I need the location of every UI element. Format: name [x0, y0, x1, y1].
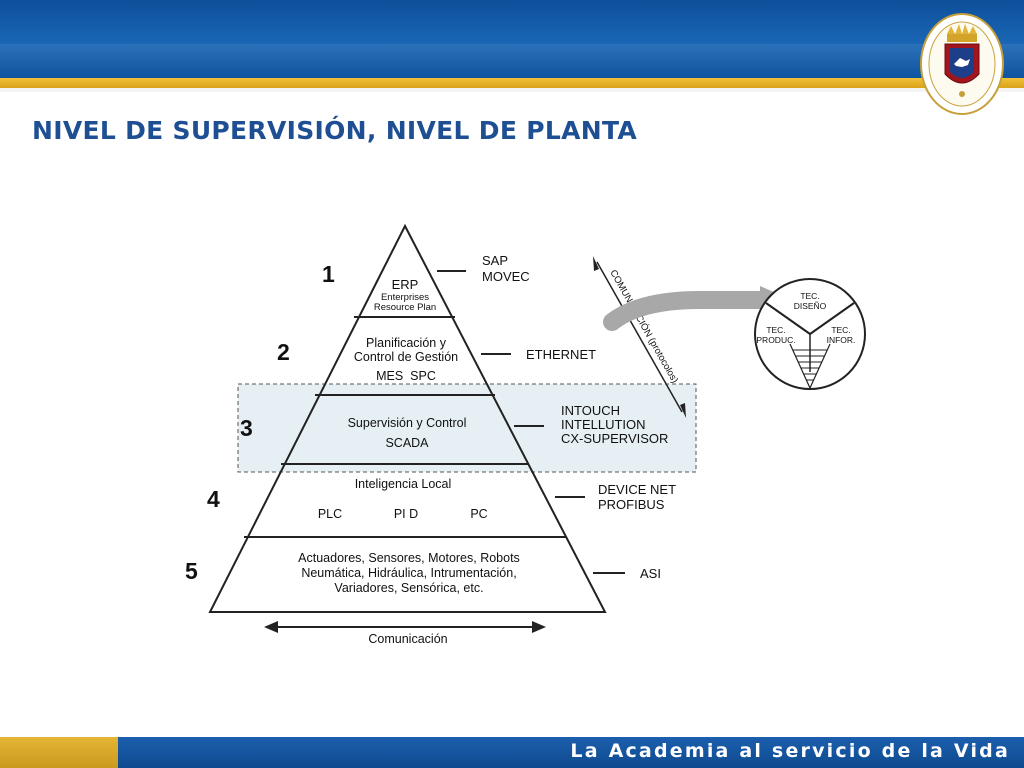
communication-label: Comunicación	[368, 632, 447, 646]
protocol-label: INTELLUTION	[561, 417, 646, 432]
footer-gold-block	[0, 737, 118, 768]
level-1-line: Neumática, Hidráulica, Intrumentación,	[301, 566, 516, 580]
pyramid-outline	[208, 223, 607, 613]
header-band	[0, 0, 1024, 78]
level-1-line: Actuadores, Sensores, Motores, Robots	[298, 551, 520, 565]
circle-divider	[809, 302, 855, 335]
level-4-line: Control de Gestión	[354, 350, 458, 364]
header-gold-line	[0, 78, 1024, 88]
level-3-line: SCADA	[385, 436, 429, 450]
level-3-number: 3	[240, 415, 253, 441]
level-2-device: PI D	[394, 507, 418, 521]
level-1-line: Variadores, Sensórica, etc.	[334, 581, 483, 595]
level-2-number: 4	[207, 486, 220, 512]
university-logo	[920, 13, 1004, 115]
circle-top-label: DISEÑO	[794, 301, 827, 311]
level-2-device: PC	[470, 507, 487, 521]
circle-right-label: INFOR.	[827, 335, 856, 345]
level-5-title: ERP	[392, 277, 419, 292]
footer-band	[118, 737, 1024, 768]
footer-slogan: La Academia al servicio de la Vida	[570, 740, 1010, 762]
header-stripe	[0, 44, 1024, 78]
circle-left-label: PRODUC.	[756, 335, 795, 345]
circle-divider	[765, 302, 811, 335]
level-4-line: MES SPC	[376, 369, 436, 383]
protocol-label: DEVICE NET	[598, 482, 676, 497]
circle-left-label: TEC.	[766, 325, 785, 335]
circle-funnel	[789, 343, 831, 390]
level-1-number: 5	[185, 558, 198, 584]
level-4-line: Planificación y	[366, 336, 447, 350]
level-4-number: 2	[277, 339, 290, 365]
protocol-label: INTOUCH	[561, 403, 620, 418]
header-divider	[0, 88, 1024, 92]
protocol-label: SAP	[482, 253, 508, 268]
protocol-label: ETHERNET	[526, 347, 596, 362]
arrow-head-left	[264, 621, 278, 633]
level-5-number: 1	[322, 261, 335, 287]
protocol-label: CX-SUPERVISOR	[561, 431, 668, 446]
arrow-head-up	[593, 256, 599, 271]
page-title: NIVEL DE SUPERVISIÓN, NIVEL DE PLANTA	[32, 116, 638, 145]
diagonal-communication-arrow	[596, 261, 683, 413]
level-2-device: PLC	[318, 507, 342, 521]
circle-top-label: TEC.	[800, 291, 819, 301]
level-2-line: Inteligencia Local	[355, 477, 452, 491]
circle-right-label: TEC.	[831, 325, 850, 335]
level-5-subtitle: Resource Plan	[374, 302, 436, 313]
protocol-label: PROFIBUS	[598, 497, 665, 512]
grey-curved-arrow	[603, 291, 779, 331]
arrow-head-right	[532, 621, 546, 633]
protocol-label: MOVEC	[482, 269, 530, 284]
protocol-label: ASI	[640, 566, 661, 581]
level-3-highlight	[237, 383, 697, 473]
arrow-head-down	[680, 403, 686, 418]
level-3-line: Supervisión y Control	[348, 416, 467, 430]
level-5-subtitle: Enterprises	[381, 292, 429, 303]
